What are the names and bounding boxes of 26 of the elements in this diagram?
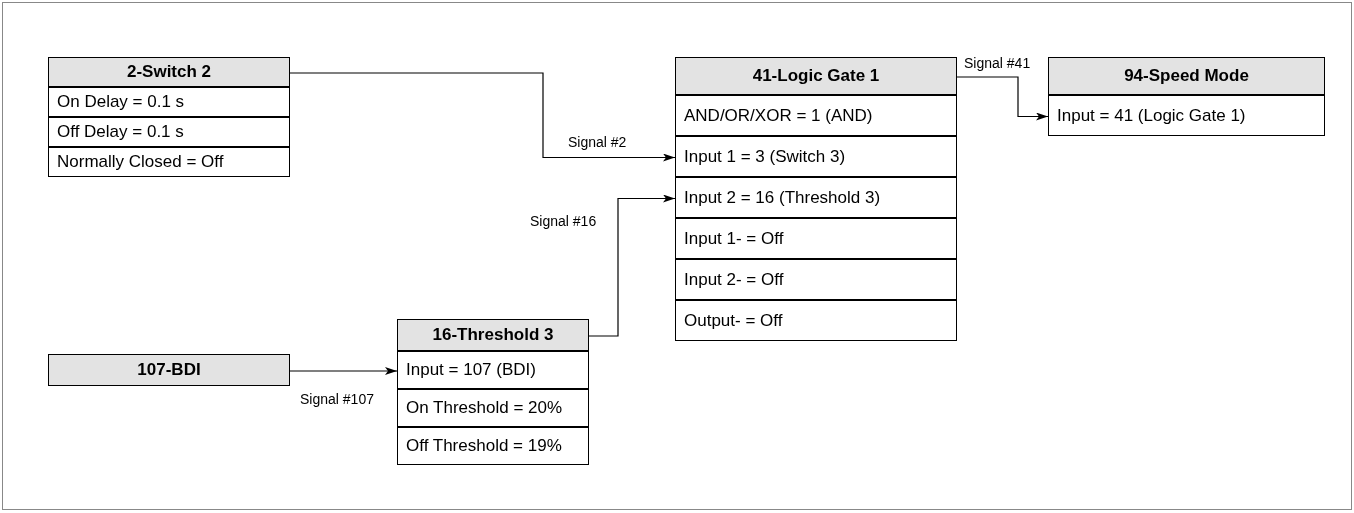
parameter-cell: On Delay = 0.1 s [48, 87, 290, 117]
parameter-cell: Off Threshold = 19% [397, 427, 589, 465]
parameter-cell: AND/OR/XOR = 1 (AND) [675, 95, 957, 136]
parameter-cell: Input = 107 (BDI) [397, 351, 589, 389]
arrow [956, 76, 1049, 121]
parameter-cell: Input 1- = Off [675, 218, 957, 259]
header-cell: 2-Switch 2 [48, 57, 290, 87]
edge-label: Signal #16 [528, 212, 599, 230]
parameter-cell: Input 1 = 3 (Switch 3) [675, 136, 957, 177]
parameter-cell: On Threshold = 20% [397, 389, 589, 427]
edge-label: Signal #107 [298, 390, 376, 408]
edge-label: Signal #2 [566, 133, 629, 151]
parameter-cell: Normally Closed = Off [48, 147, 290, 177]
arrow [289, 72, 676, 162]
arrow [588, 194, 676, 337]
parameter-cell: Output- = Off [675, 300, 957, 341]
header-cell: 94-Speed Mode [1048, 57, 1325, 95]
edge-label: Signal #41 [962, 54, 1033, 72]
header-cell: 107-BDI [48, 354, 290, 386]
arrow [289, 367, 398, 375]
header-cell: 16-Threshold 3 [397, 319, 589, 351]
parameter-cell: Input = 41 (Logic Gate 1) [1048, 95, 1325, 136]
parameter-cell: Input 2- = Off [675, 259, 957, 300]
parameter-cell: Input 2 = 16 (Threshold 3) [675, 177, 957, 218]
header-cell: 41-Logic Gate 1 [675, 57, 957, 95]
parameter-cell: Off Delay = 0.1 s [48, 117, 290, 147]
